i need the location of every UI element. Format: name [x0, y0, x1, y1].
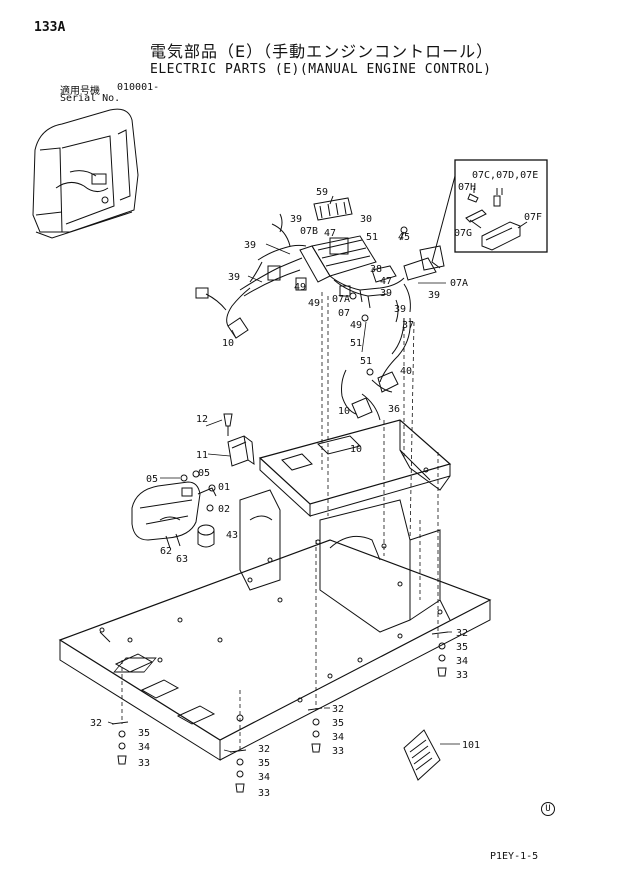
callout-30: 30: [360, 214, 372, 225]
callout-35: 35: [456, 642, 468, 653]
callout-leaders: [107, 243, 460, 753]
callout-32: 32: [456, 628, 468, 639]
callout-39: 39: [428, 290, 440, 301]
callout-62: 62: [160, 546, 172, 557]
callout-39: 39: [244, 240, 256, 251]
callout-32: 32: [90, 718, 102, 729]
callout-02: 02: [218, 504, 230, 515]
callout-07: 07: [338, 308, 350, 319]
decal-plate: [403, 729, 441, 781]
callout-35: 35: [138, 728, 150, 739]
page-title-jp: 電気部品（E）（手動エンジンコントロール）: [150, 42, 494, 61]
inset-label-07g: 07G: [454, 228, 472, 239]
switch-box: [223, 413, 255, 467]
inset-label-07c-07d-07e: 07C,07D,07E: [472, 170, 538, 181]
callout-38: 38: [370, 264, 382, 275]
callout-34: 34: [138, 742, 150, 753]
callout-51: 51: [360, 356, 372, 367]
connector-inset: [431, 159, 548, 269]
callout-32: 32: [332, 704, 344, 715]
callout-59: 59: [316, 187, 328, 198]
inset-label-07f: 07F: [524, 212, 542, 223]
main-harness: [195, 195, 445, 339]
callout-labels: 59 39 30 07B 47 51 45 39 39 38 47 39 07A…: [90, 170, 542, 799]
callout-33: 33: [332, 746, 344, 757]
callout-32: 32: [258, 744, 270, 755]
serial-label-en: Serial No.: [60, 93, 121, 104]
callout-47: 47: [324, 228, 336, 239]
callout-49: 49: [308, 298, 320, 309]
callout-33: 33: [456, 670, 468, 681]
footer-code: P1EY-1-5: [490, 851, 539, 862]
callout-10: 10: [338, 406, 350, 417]
cab-illustration: [32, 108, 139, 239]
callout-51: 51: [350, 338, 362, 349]
callout-34: 34: [258, 772, 270, 783]
callout-01: 01: [218, 482, 230, 493]
callout-39: 39: [228, 272, 240, 283]
console-panel: [131, 470, 217, 549]
callout-35: 35: [332, 718, 344, 729]
callout-39: 39: [290, 214, 302, 225]
callout-39: 39: [380, 288, 392, 299]
callout-11: 11: [196, 450, 208, 461]
callout-39: 39: [394, 304, 406, 315]
callout-07b: 07B: [300, 226, 318, 237]
callout-34: 34: [456, 656, 468, 667]
callout-07a: 07A: [332, 294, 350, 305]
leader-lines: [121, 292, 439, 752]
revision-mark: U: [541, 802, 555, 816]
callout-49: 49: [350, 320, 362, 331]
callout-05: 05: [146, 474, 158, 485]
callout-43: 43: [226, 530, 238, 541]
page-number: 133A: [34, 20, 66, 35]
callout-51: 51: [366, 232, 378, 243]
callout-47: 47: [380, 276, 392, 287]
hardware-stacks: [111, 631, 449, 793]
callout-35: 35: [258, 758, 270, 769]
console-mount: [239, 419, 452, 633]
page-title-en: ELECTRIC PARTS (E)(MANUAL ENGINE CONTROL…: [150, 62, 492, 77]
callout-07a: 07A: [450, 278, 468, 289]
callout-34: 34: [332, 732, 344, 743]
callout-40: 40: [400, 366, 412, 377]
callout-33: 33: [138, 758, 150, 769]
callout-45: 45: [398, 232, 410, 243]
callout-101: 101: [462, 740, 480, 751]
callout-37: 37: [402, 320, 414, 331]
callout-36: 36: [388, 404, 400, 415]
inset-label-07h: 07H: [458, 182, 476, 193]
base-frame: [58, 539, 492, 761]
serial-value: 010001-: [117, 82, 160, 93]
callout-49: 49: [294, 282, 306, 293]
callout-10: 10: [350, 444, 362, 455]
serial-label-jp: 適用号機: [60, 86, 100, 97]
callout-10: 10: [222, 338, 234, 349]
callout-12: 12: [196, 414, 208, 425]
callout-33: 33: [258, 788, 270, 799]
callout-05: 05: [198, 468, 210, 479]
callout-63: 63: [176, 554, 188, 565]
